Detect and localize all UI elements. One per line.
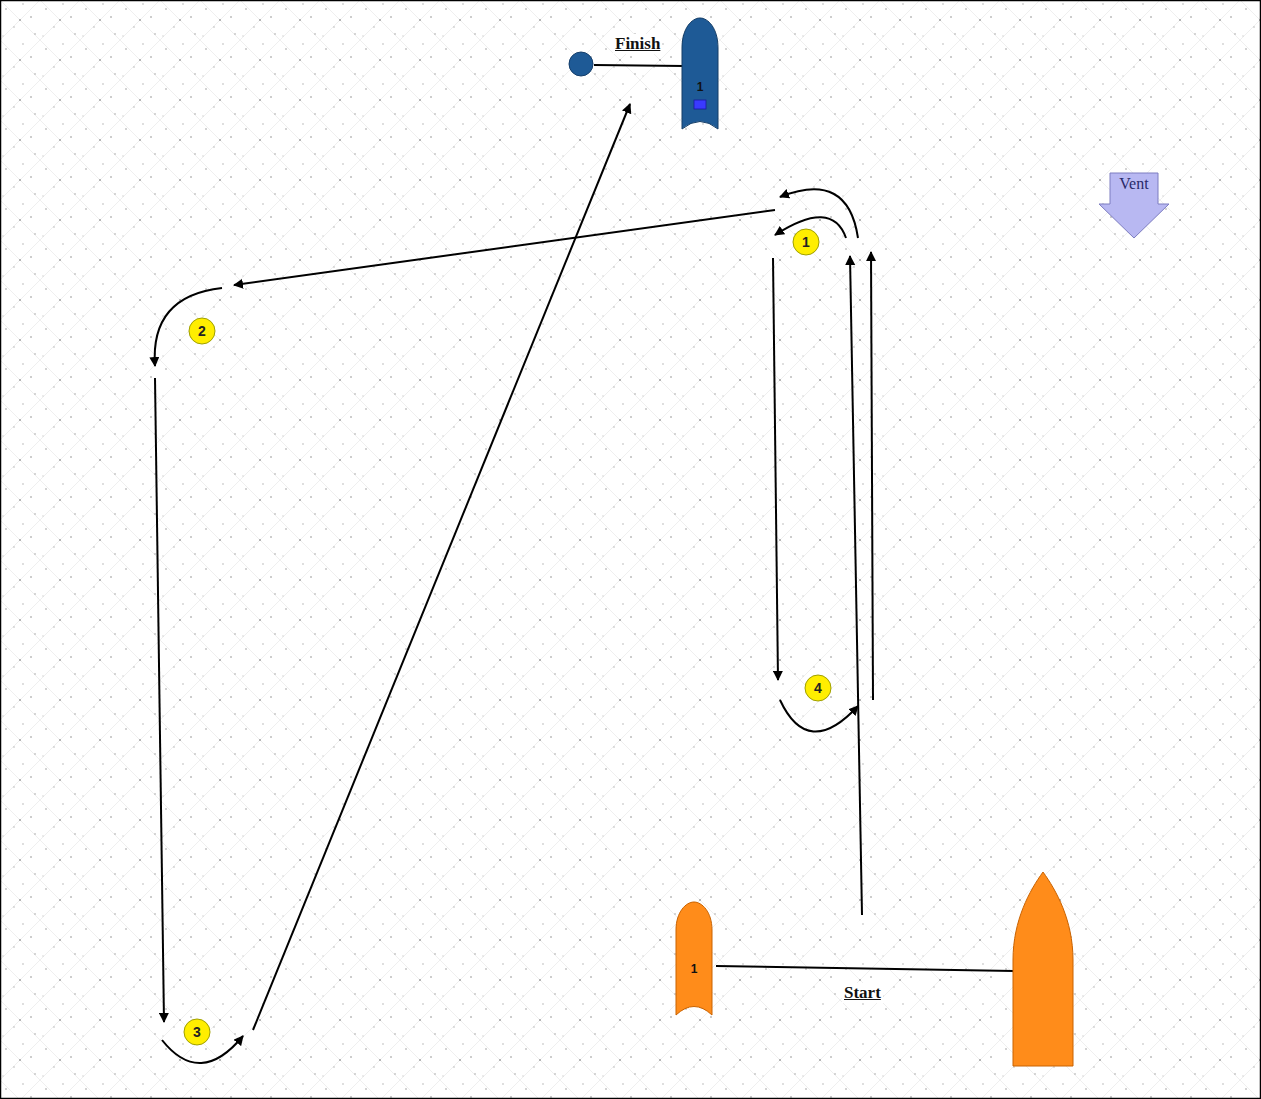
boat: 1 xyxy=(676,902,712,1016)
wind-label: Vent xyxy=(1098,175,1170,193)
boat: 1 xyxy=(682,18,718,130)
boatOrange-shape xyxy=(676,902,712,1016)
boat-number: 1 xyxy=(682,80,718,94)
mark-number: 1 xyxy=(792,234,820,250)
committee-boat xyxy=(1013,872,1073,1066)
course-mark: 1 xyxy=(792,228,820,256)
mark-number: 3 xyxy=(183,1024,211,1040)
line-label: Start xyxy=(842,983,883,1003)
boat-number: 1 xyxy=(676,962,712,976)
wind-arrow: Vent xyxy=(1098,172,1170,240)
line-label: Finish xyxy=(613,34,662,54)
course-mark: 3 xyxy=(183,1018,211,1046)
course-mark: 4 xyxy=(804,674,832,702)
boatBlue-shape xyxy=(682,18,718,130)
mark-number: 4 xyxy=(804,680,832,696)
finish-buoy xyxy=(569,52,593,76)
mark-number: 2 xyxy=(188,323,216,339)
course-mark: 2 xyxy=(188,317,216,345)
